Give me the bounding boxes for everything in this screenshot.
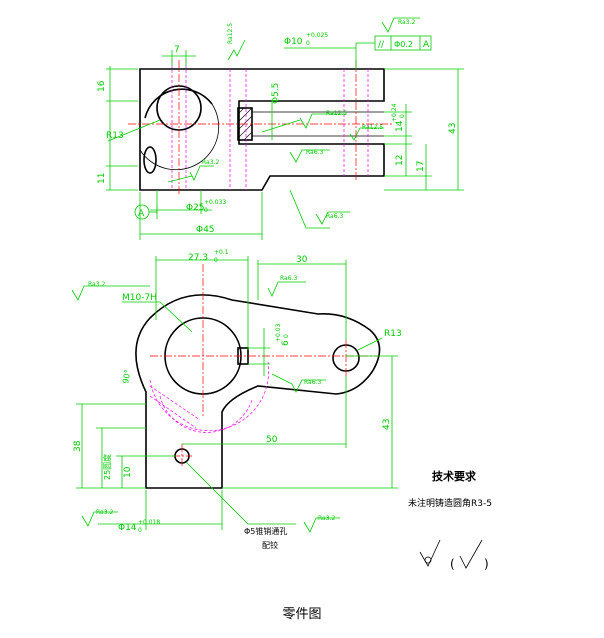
- top-slot-ellipse: [143, 146, 157, 174]
- dim-12: 12: [395, 155, 405, 166]
- front-hidden-arc-2: [159, 395, 253, 433]
- check-symbol-icon: [459, 539, 483, 569]
- datum-a: A: [138, 209, 145, 219]
- dim-phi10: Φ10: [284, 37, 303, 47]
- rough-ra12-5-top: Ra12.5: [227, 23, 234, 44]
- dim-phi25: Φ25: [186, 203, 205, 213]
- top-bolt-hatching: [237, 107, 253, 141]
- rough-ra6-3-front: Ra6.3: [280, 275, 297, 282]
- dim-17: 17: [416, 161, 426, 172]
- rough-ra3-2-bottom: Ra3.2: [96, 509, 113, 516]
- rough-ra6-3-top: Ra6.3: [306, 149, 323, 156]
- front-hidden-line: [149, 395, 197, 429]
- top-bore-arc: [144, 88, 213, 119]
- rough-ra12-5-right: Ra12.5: [362, 124, 383, 131]
- rough-ra3-2-front: Ra3.2: [88, 281, 105, 288]
- dim-14-tol: +0.24: [391, 103, 398, 122]
- pin-note-2: 配铰: [262, 540, 278, 550]
- roughness-symbol-icon: [419, 539, 441, 567]
- dim-14-tol2: 0: [399, 114, 406, 118]
- dim-27-3-tol: +0.1: [214, 249, 229, 256]
- dim-11: 11: [97, 173, 107, 184]
- tol-value: Φ0.2: [394, 40, 413, 49]
- dim-phi14-tol2: 0: [138, 527, 142, 534]
- dim-14: 14: [395, 120, 405, 132]
- rough-ra3-2-inner: Ra3.2: [202, 159, 219, 166]
- rough-ra6-3-bottom: Ra6.3: [326, 213, 343, 220]
- dim-38: 38: [73, 440, 83, 452]
- dim-phi5-5: Φ5.5: [271, 83, 281, 104]
- dim-6-tol: +0.03: [275, 323, 282, 342]
- dim-43-front: 43: [382, 419, 392, 430]
- front-view: 27.3 +0.1 0 30 Ra3.2 Ra6.3 M10-7H R13 6 …: [71, 249, 402, 550]
- dim-27-3: 27.3: [188, 253, 208, 263]
- dim-m10: M10-7H: [122, 293, 157, 303]
- dim-phi25-tol: +0.033: [204, 199, 226, 206]
- rough-ra12-5-pocket: Ra12.5: [326, 110, 347, 117]
- tol-datum: A: [423, 40, 430, 50]
- dim-10: 10: [123, 466, 133, 478]
- tol-symbol: //: [378, 40, 385, 50]
- dim-phi25-tol2: 0: [204, 207, 208, 214]
- dim-27-3-tol2: 0: [214, 257, 218, 264]
- dim-6-tol2: 0: [283, 334, 290, 338]
- dim-30: 30: [296, 255, 308, 265]
- technical-notes: 技术要求 未注明铸造圆角R3-5: [408, 469, 492, 509]
- top-view: 7 Ra12.5 Φ10 +0.025 0 Ra3.2 // Φ0.2 A 16…: [97, 17, 464, 240]
- dim-6: 6: [281, 340, 291, 346]
- dim-25: 25圆度: [102, 454, 112, 480]
- notes-title: 技术要求: [432, 469, 477, 483]
- front-hidden-line: [149, 385, 201, 421]
- paren-close: ): [484, 557, 489, 571]
- rough-ra6-3-mid: Ra6.3: [304, 379, 321, 386]
- dim-16: 16: [97, 80, 107, 92]
- pin-note: Φ5锥销通孔: [244, 526, 287, 536]
- dim-phi14-tol: +0.018: [138, 519, 160, 526]
- roughness-symbol-circle-icon: [424, 556, 432, 564]
- dim-phi10-tol2: 0: [306, 40, 310, 47]
- dim-43-top: 43: [448, 123, 458, 134]
- front-hidden-arc: [149, 361, 269, 431]
- dim-r13-front: R13: [384, 329, 402, 339]
- dim-phi10-tol: +0.025: [306, 32, 328, 39]
- dim-50: 50: [266, 435, 278, 445]
- dim-r13-top: R13: [106, 131, 124, 141]
- top-bore-arc-lower: [139, 103, 220, 171]
- dim-7: 7: [174, 45, 180, 55]
- rough-ra3-2-bottom-right: Ra3.2: [318, 515, 335, 522]
- dim-phi14: Φ14: [118, 523, 137, 533]
- front-view-outline: [135, 294, 381, 489]
- paren-open: (: [450, 557, 455, 571]
- notes-line-1: 未注明铸造圆角R3-5: [408, 497, 492, 509]
- rough-ra3-2-top: Ra3.2: [398, 19, 415, 26]
- figure-caption: 零件图: [282, 607, 322, 622]
- dim-90: 90°: [121, 369, 132, 385]
- surface-finish-symbols: ( ): [419, 539, 489, 571]
- dim-phi45: Φ45: [196, 225, 215, 235]
